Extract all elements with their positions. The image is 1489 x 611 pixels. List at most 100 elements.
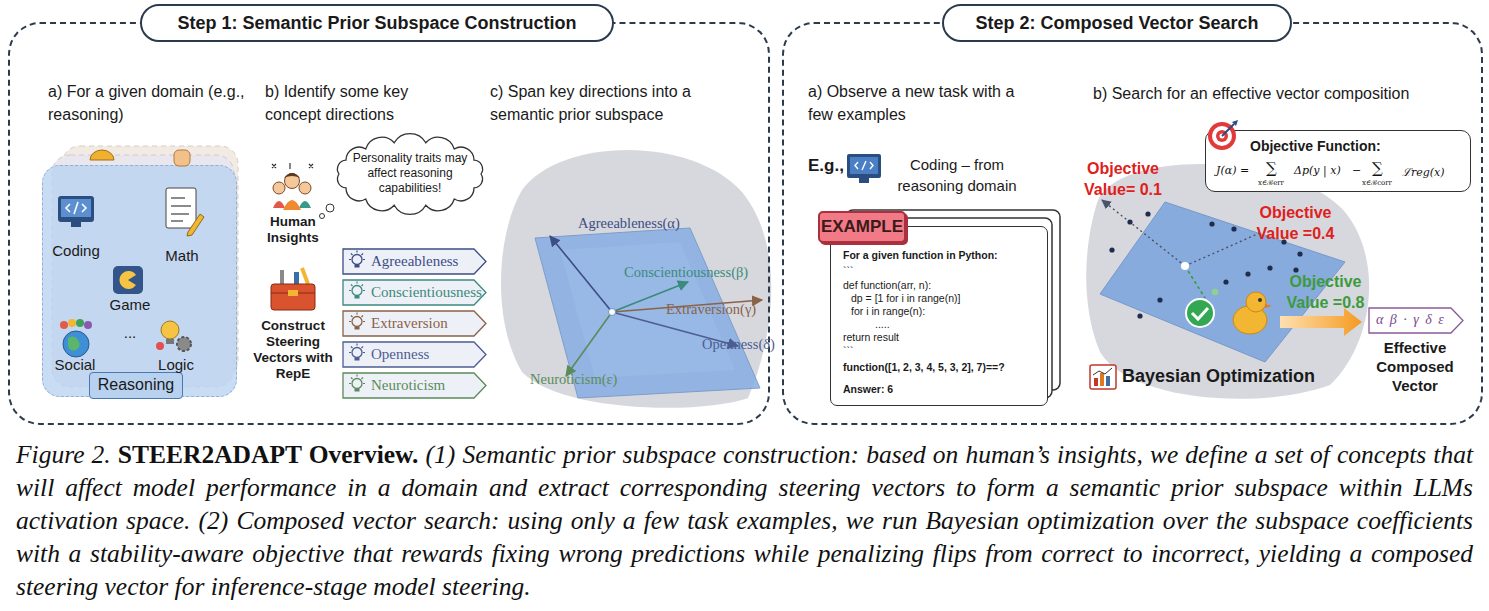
- target-icon-part: [1216, 130, 1228, 142]
- objective-value: Objective Value =0.8: [1268, 271, 1383, 313]
- toolbox-icon-part: [294, 272, 299, 286]
- human-insights-icon-part: [283, 200, 301, 210]
- concept-axes: [550, 236, 762, 376]
- objective-box: Objective Function:J(α) =∑x∈ℬerrΔp(y | x…: [1205, 130, 1471, 192]
- step-title: Step 1: Semantic Prior Subspace Construc…: [140, 4, 614, 42]
- concept-tag: Conscientiousness: [342, 279, 487, 306]
- thought-dots-part: [320, 214, 325, 219]
- subspace-blob: [501, 150, 771, 408]
- bulb-rays: [349, 282, 365, 291]
- coding-icon: [58, 196, 94, 227]
- search-paths-part: [1181, 262, 1189, 270]
- output-caption: Effective Composed Vector: [1362, 338, 1468, 395]
- search-paths-part: [1145, 211, 1150, 216]
- chart-icon-part: [1093, 368, 1112, 375]
- concept-tag: Extraversion: [342, 310, 487, 337]
- bulb-icon: [355, 265, 360, 268]
- search-paths-part: [1109, 247, 1114, 252]
- human-insights-icon-part: [284, 173, 300, 178]
- step-caption: b) Search for an effective vector compos…: [1093, 82, 1478, 105]
- math-icon-part: [171, 198, 191, 221]
- tag-arrow-shape: [343, 373, 486, 398]
- monitor-icon-part: [859, 178, 869, 183]
- social-icon: [60, 319, 92, 357]
- human-insights-icon-part: [273, 201, 285, 208]
- target-icon-part: [1222, 124, 1234, 136]
- bulb-rays: [349, 313, 365, 322]
- axis-label: Agreeableness(α): [578, 214, 680, 232]
- search-paths-part: [1185, 266, 1205, 298]
- result-arrow-part: [1280, 308, 1362, 336]
- monitor-icon: [847, 154, 881, 183]
- tag-arrow-shape: [343, 249, 486, 274]
- human-insights-icon: [272, 163, 313, 210]
- search-paths-part: [1231, 226, 1236, 231]
- social-icon-part: [68, 336, 80, 350]
- target-icon-part: [1208, 122, 1236, 150]
- objective-value: Objective Value =0.4: [1238, 202, 1353, 244]
- concept-tag: Neuroticism: [342, 372, 487, 399]
- social-icon-part: [84, 321, 92, 329]
- thought-dots-part: [326, 204, 334, 212]
- chart-icon: [1090, 365, 1116, 389]
- step-caption: a) For a given domain (e.g., reasoning): [48, 80, 248, 126]
- domain-item: Math: [153, 247, 211, 265]
- robot-mascot-part: [1246, 292, 1266, 312]
- code-line: ```: [843, 265, 854, 278]
- thought-dots: [320, 204, 335, 219]
- robot-mascot-part: [1258, 298, 1262, 302]
- coding-icon-part: [61, 199, 91, 217]
- formula-part: ℒreg(x): [1402, 164, 1445, 179]
- tag-arrow-shape: [343, 280, 486, 305]
- math-icon: [166, 188, 204, 236]
- domain-item: Social: [45, 356, 105, 374]
- tag-arrow-shape: [1369, 308, 1463, 333]
- target-icon-part: [1232, 120, 1238, 126]
- formula-part: ∑: [1372, 159, 1383, 177]
- domain-item: Logic: [148, 356, 204, 374]
- robot-mascot-part: [1233, 306, 1267, 334]
- game-icon-part: [120, 271, 136, 289]
- formula-part: Δp(y | x): [1294, 164, 1341, 177]
- toolbox-icon-part: [271, 284, 315, 310]
- objective-heading: Objective Function:: [1250, 138, 1381, 154]
- axis-label: Extraversion(γ): [666, 300, 756, 318]
- search-paths-part: [1267, 265, 1272, 270]
- human-insights-icon-part: [299, 182, 311, 194]
- concept-name: Agreeableness: [371, 251, 458, 271]
- thought-bubble-outline: [337, 134, 482, 215]
- toolbox-icon-part: [280, 270, 284, 286]
- human-insights-icon-part: [272, 163, 313, 169]
- domain-item: Coding: [45, 242, 107, 260]
- concept-axes-part: [566, 312, 612, 376]
- bubble-text: Personality traits may affect reasoning …: [345, 151, 475, 196]
- thought-bubble: Personality traits may affect reasoning …: [333, 136, 487, 212]
- example-tag: EXAMPLE: [818, 211, 906, 243]
- code-line: dp = [1 for i in range(n)]: [851, 292, 960, 305]
- check-mark-part: [1186, 299, 1214, 327]
- search-paths-part: [1297, 251, 1302, 256]
- toolbox-icon-part: [302, 268, 308, 284]
- step-caption: a) Observe a new task with a few example…: [808, 80, 1043, 126]
- target-icon: [1208, 120, 1238, 150]
- math-icon-part: [187, 214, 204, 236]
- search-paths-part: [1102, 200, 1185, 266]
- search-paths-part: [1245, 271, 1250, 276]
- domain-item: ...: [112, 324, 148, 342]
- concept-name: Conscientiousness: [371, 282, 482, 302]
- result-arrow: [1280, 308, 1362, 336]
- step-caption: c) Span key directions into a semantic p…: [490, 80, 745, 126]
- vector-coefficients: α β · γ δ ε: [1376, 311, 1444, 329]
- code-line: Answer: 6: [843, 383, 893, 396]
- game-icon: [113, 266, 143, 294]
- logic-icon-part: [177, 337, 191, 351]
- logic-icon-part: [166, 339, 174, 344]
- coding-icon-part: [71, 222, 81, 227]
- bulb-icon: [355, 327, 360, 330]
- formula-part: ∑: [1266, 159, 1277, 177]
- helmet-hand-icons-part: [174, 150, 190, 166]
- concept-name: Openness: [371, 344, 429, 364]
- target-icon-part: [1220, 134, 1225, 139]
- bulb-icon: [355, 296, 360, 299]
